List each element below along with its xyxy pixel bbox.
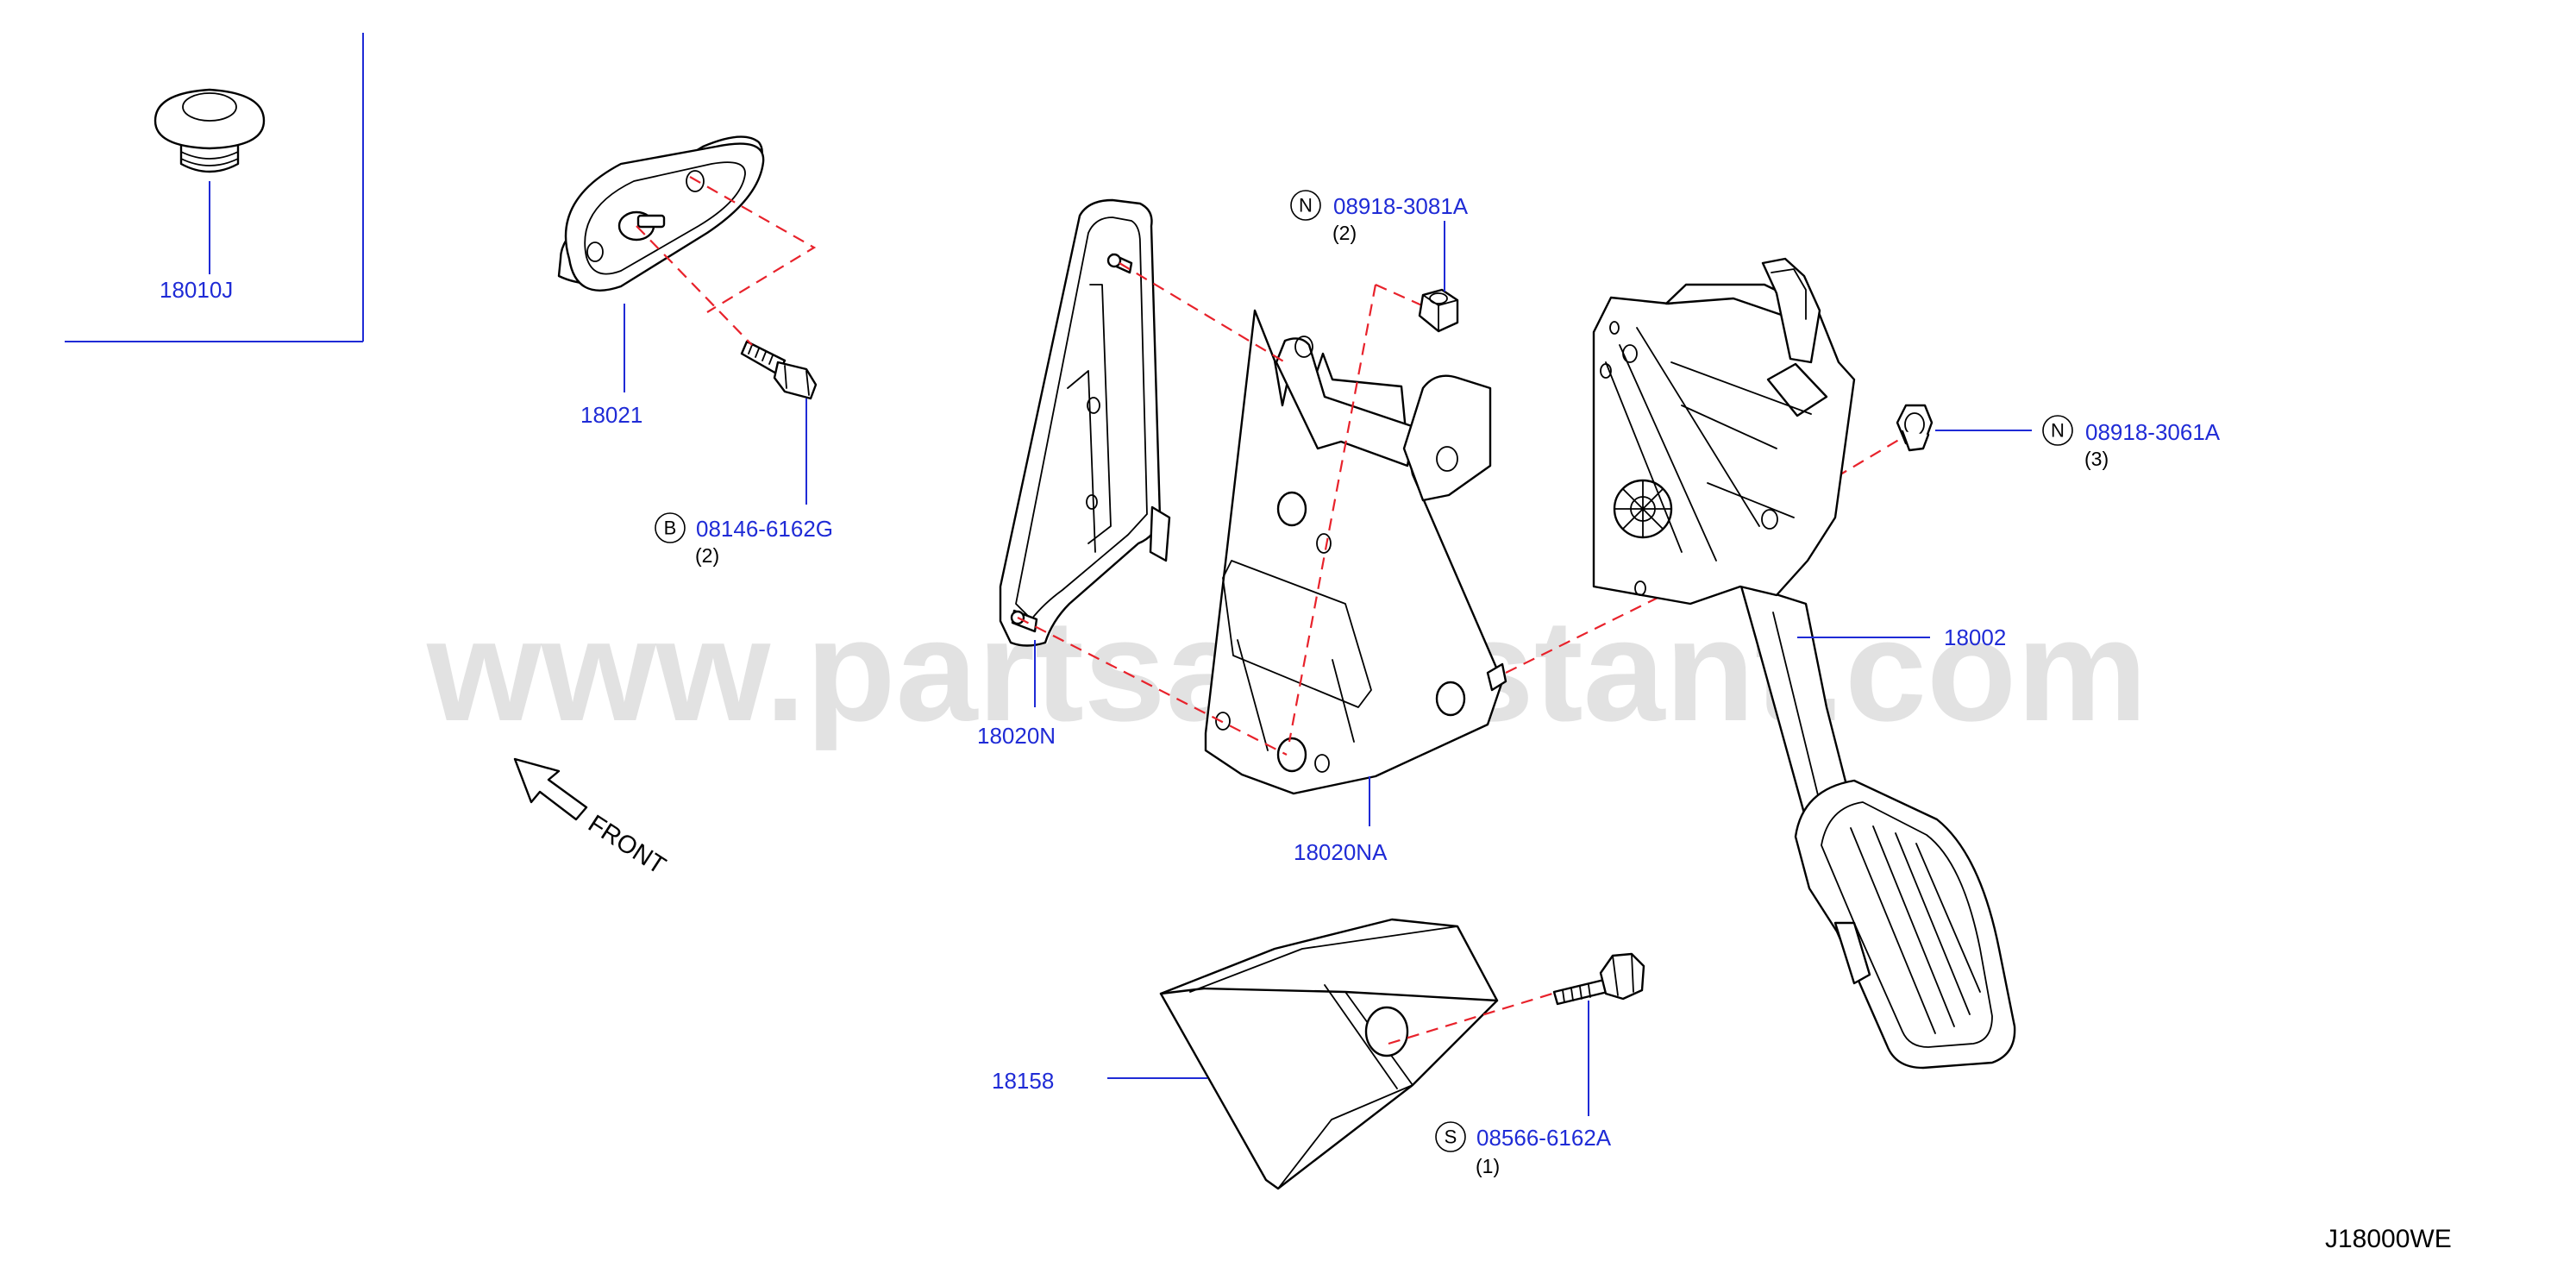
hidden-line-18020n-b	[1017, 617, 1288, 756]
hidden-line-18020n-a	[1119, 262, 1286, 363]
qty-08918-3061a: (3)	[2084, 448, 2109, 470]
part-number-18010j[interactable]: 18010J	[160, 277, 233, 303]
symbol-n-1: N	[1290, 190, 1321, 221]
nut-08918-3061a	[1896, 404, 1934, 452]
part-number-08566-6162a[interactable]: 08566-6162A	[1476, 1125, 1612, 1151]
qty-08146-6162g: (2)	[695, 544, 719, 567]
part-number-18021[interactable]: 18021	[580, 402, 642, 428]
nut-08918-3081a	[1418, 288, 1459, 333]
symbol-s: S	[1435, 1121, 1466, 1152]
bolt-08146-6162g	[740, 340, 818, 400]
cover-18158	[1159, 918, 1499, 1190]
part-number-18002[interactable]: 18002	[1944, 624, 2006, 650]
reference-code: J18000WE	[2325, 1225, 2452, 1253]
part-number-08918-3081a[interactable]: 08918-3081A	[1333, 193, 1469, 219]
part-number-18158[interactable]: 18158	[992, 1068, 1054, 1094]
callout-frame	[65, 33, 364, 342]
svg-text:N: N	[2051, 420, 2065, 442]
qty-08918-3081a: (2)	[1332, 222, 1357, 244]
part-number-18020na[interactable]: 18020NA	[1294, 839, 1388, 865]
symbol-b: B	[655, 512, 686, 543]
hidden-line-18020na-c	[1288, 284, 1377, 743]
svg-text:N: N	[1299, 195, 1313, 216]
pedal-18002	[1592, 257, 2016, 1070]
part-number-18020n[interactable]: 18020N	[977, 723, 1056, 749]
svg-text:B: B	[664, 518, 677, 539]
bracket-18020na	[1204, 309, 1507, 795]
front-arrow-icon	[513, 757, 588, 821]
clip-18010j	[154, 88, 266, 173]
qty-08566-6162a: (1)	[1476, 1155, 1500, 1177]
bolt-08566-6162a	[1552, 952, 1645, 1006]
symbol-n-2: N	[2042, 415, 2073, 446]
part-number-08918-3061a[interactable]: 08918-3061A	[2085, 419, 2221, 445]
bracket-18021	[557, 135, 765, 292]
hidden-line-18158	[1388, 992, 1553, 1045]
hidden-line-18020na-d	[1375, 283, 1434, 312]
svg-text:S: S	[1445, 1126, 1457, 1148]
front-label: FRONT	[583, 810, 670, 880]
hidden-line-18021-b	[636, 225, 753, 346]
part-number-08146-6162g[interactable]: 08146-6162G	[696, 516, 833, 542]
hidden-line-18021-a	[689, 176, 817, 313]
plate-18020n	[999, 198, 1171, 647]
